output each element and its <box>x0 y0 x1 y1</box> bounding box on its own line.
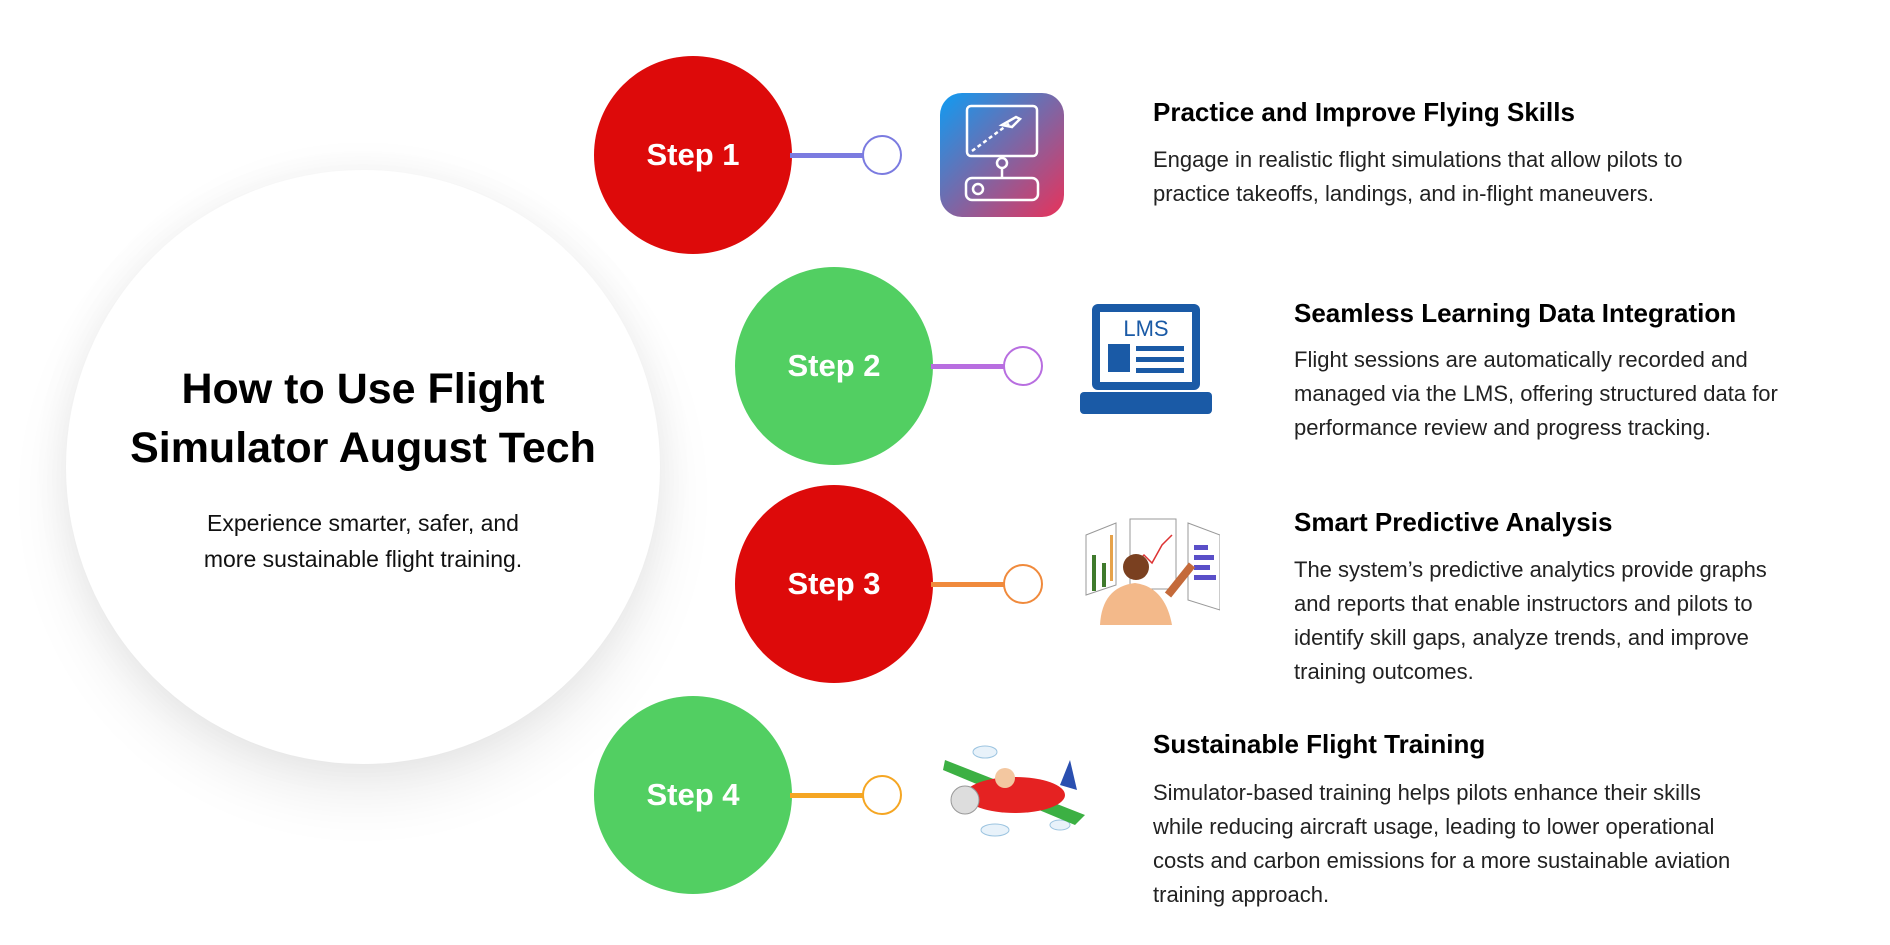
step-3-connector <box>931 582 1006 587</box>
hero-circle <box>66 170 660 764</box>
step-4-heading: Sustainable Flight Training <box>1153 729 1486 759</box>
step-2-description: Flight sessions are automatically record… <box>1294 347 1778 440</box>
flight-simulator-icon <box>940 93 1064 217</box>
step-1-heading: Practice and Improve Flying Skills <box>1153 97 1575 127</box>
step-4-node <box>862 775 902 815</box>
step-2-node <box>1003 346 1043 386</box>
step-4-description: Simulator-based training helps pilots en… <box>1153 780 1731 907</box>
cartoon-airplane-icon <box>943 745 1085 837</box>
svg-text:LMS: LMS <box>1123 316 1168 341</box>
step-3-node <box>1003 564 1043 604</box>
step-1-connector <box>790 153 865 158</box>
step-2-heading: Seamless Learning Data Integration <box>1294 298 1737 328</box>
analytics-person-icon <box>1085 518 1220 625</box>
step-3-description: The system’s predictive analytics provid… <box>1294 557 1767 684</box>
step-2-circle: Step 2 <box>735 267 933 465</box>
step-2-connector <box>931 364 1006 369</box>
lms-laptop-icon: LMS <box>1080 304 1212 414</box>
step-1-circle: Step 1 <box>594 56 792 254</box>
step-4-connector <box>790 793 865 798</box>
step-4-circle: Step 4 <box>594 696 792 894</box>
step-1-node <box>862 135 902 175</box>
step-3-heading: Smart Predictive Analysis <box>1294 507 1613 537</box>
step-3-circle: Step 3 <box>735 485 933 683</box>
step-1-description: Engage in realistic flight simulations t… <box>1153 147 1683 206</box>
